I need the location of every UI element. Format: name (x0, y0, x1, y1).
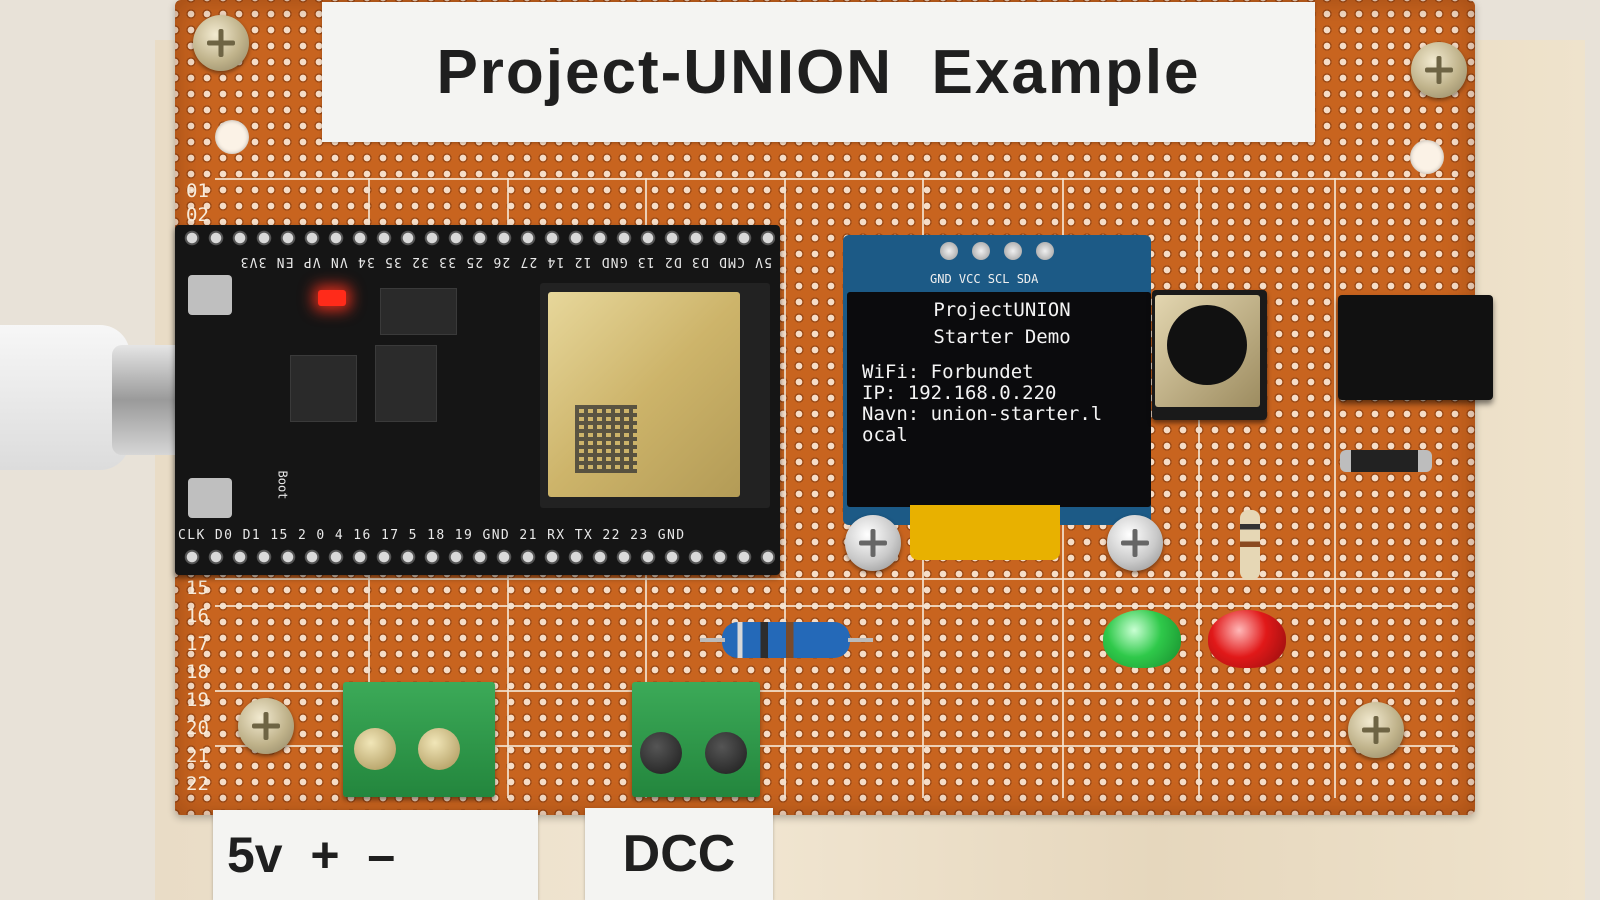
row-number: 16 (186, 605, 209, 627)
dip-ic-socket (1338, 295, 1493, 400)
grid-line (215, 745, 1455, 747)
resistor-small (1240, 510, 1260, 580)
mounting-screw-icon (1411, 42, 1467, 98)
esp32-top-pin-labels: 5V CMD D3 D2 13 GND 12 14 27 26 25 33 32… (239, 254, 772, 269)
oled-header-pin (940, 242, 958, 260)
grid-line (215, 605, 1455, 607)
resistor-lead (700, 638, 725, 642)
oled-pin-labels: GND VCC SCL SDA (930, 272, 1039, 286)
mounting-screw-icon (193, 15, 249, 71)
esp32-boot-button[interactable] (188, 478, 232, 518)
grid-line (1198, 178, 1200, 798)
row-number: 15 (186, 577, 209, 599)
oled-screw-icon (845, 515, 901, 571)
oled-line-subtitle: Starter Demo (933, 326, 1071, 348)
tactile-push-button[interactable] (1167, 305, 1247, 385)
row-number: 01 (186, 180, 209, 202)
grid-line (215, 178, 1455, 180)
red-led-icon (1208, 610, 1286, 668)
resistor-lead (848, 638, 873, 642)
oled-flex-cable (910, 505, 1060, 560)
mounting-screw-icon (238, 698, 294, 754)
oled-line-ip: IP: 192.168.0.220 (862, 382, 1057, 404)
grid-line (215, 578, 1455, 580)
oled-screw-icon (1107, 515, 1163, 571)
voltage-regulator (375, 345, 437, 422)
oled-screen (847, 292, 1151, 507)
mounting-screw-icon (1348, 702, 1404, 758)
resistor-blue (722, 622, 850, 658)
esp32-power-led-icon (318, 290, 346, 306)
oled-line-name: Navn: union-starter.l (862, 403, 1103, 425)
oled-header-pin (1004, 242, 1022, 260)
grid-line (1334, 178, 1336, 798)
esp32-bottom-pin-labels: CLK D0 D1 15 2 0 4 16 17 5 18 19 GND 21 … (178, 528, 686, 543)
dcc-label: DCC (585, 808, 773, 900)
esp32-en-button[interactable] (188, 275, 232, 315)
mounting-hole (1410, 140, 1444, 174)
oled-screen-text: ProjectUNION Starter Demo WiFi: Forbunde… (862, 300, 1142, 446)
oled-header-pin (972, 242, 990, 260)
terminal-screw-icon (354, 728, 396, 770)
row-number: 17 (186, 633, 209, 655)
oled-line-wifi: WiFi: Forbundet (862, 361, 1034, 383)
mounting-hole (215, 120, 249, 154)
row-number: 21 (186, 745, 209, 767)
row-number: 22 (186, 773, 209, 795)
row-number: 18 (186, 661, 209, 683)
project-title-label: Project-UNION Example (322, 2, 1315, 142)
row-number: 19 (186, 689, 209, 711)
grid-line (784, 178, 786, 798)
diode (1340, 450, 1432, 472)
qr-code-icon (575, 405, 637, 473)
row-number: 02 (186, 204, 209, 226)
oled-header-pin (1036, 242, 1054, 260)
usb-cable (0, 325, 130, 470)
power-label: 5v + – (213, 810, 538, 900)
terminal-screw-icon (640, 732, 682, 774)
oled-line-title: ProjectUNION (933, 299, 1071, 321)
green-led-icon (1103, 610, 1181, 668)
esp32-boot-label: Boot (275, 470, 290, 500)
grid-line (215, 690, 1455, 692)
terminal-screw-icon (705, 732, 747, 774)
smd-components (380, 288, 457, 335)
usb-uart-chip (290, 355, 357, 422)
esp32-bottom-pin-header (180, 547, 775, 567)
oled-line-name-cont: ocal (862, 424, 908, 446)
esp32-top-pin-header (180, 228, 775, 248)
row-number: 20 (186, 717, 209, 739)
terminal-screw-icon (418, 728, 460, 770)
